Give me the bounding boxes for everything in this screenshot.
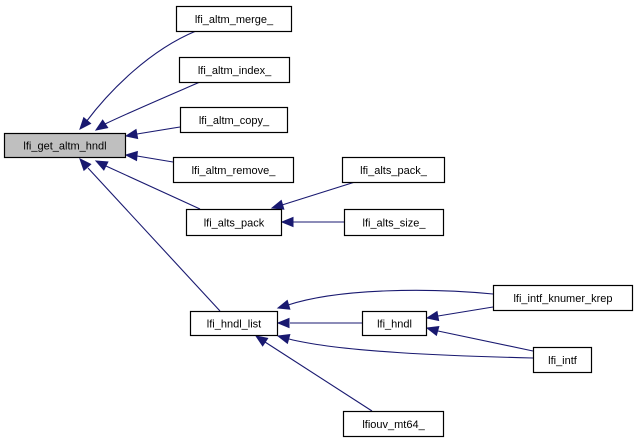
arrowhead-icon [254,335,269,347]
node-alts-pack[interactable]: lfi_alts_pack [185,208,283,237]
node-label: lfiouv_mt64_ [362,419,425,431]
node-box[interactable] [179,106,289,134]
node-box[interactable] [341,156,446,184]
edge-line [264,341,373,412]
edge-line [288,338,534,359]
arrowhead-icon [270,199,285,210]
edge-line [437,330,534,352]
node-box[interactable] [3,132,127,159]
node-box[interactable] [185,208,283,237]
edge-mt64-to-hndl_list [254,335,373,412]
arrowhead-icon [94,160,109,171]
node-label: lfi_intf [548,355,578,367]
edge-line [136,155,174,163]
node-label: lfi_altm_merge_ [195,14,274,26]
arrowhead-icon [276,333,291,345]
nodes-layer: lfi_get_altm_hndl lfi_altm_merge_ lfi_altm… [3,5,634,438]
arrowhead-icon [79,116,92,131]
node-mt64[interactable]: lfiouv_mt64_ [342,410,445,438]
node-box[interactable] [172,156,295,184]
node-label: lfi_get_altm_hndl [23,141,106,153]
node-label: lfi_alts_size_ [363,218,427,230]
node-intf[interactable]: lfi_intf [532,346,593,374]
arrowhead-icon [124,128,139,140]
edge-altm_copy-to-get_altm_hndl [124,126,181,140]
edge-hndl_list-to-get_altm_hndl [79,158,221,312]
edge-alts_pack-to-get_altm_hndl [94,160,201,210]
edge-knumer_krep-to-hndl_list [276,289,494,310]
node-altm-remove[interactable]: lfi_altm_remove_ [172,156,295,184]
node-box[interactable] [178,56,291,84]
node-altm-index[interactable]: lfi_altm_index_ [178,56,291,84]
arrowhead-icon [276,317,290,329]
node-label: lfi_altm_copy_ [199,115,270,127]
node-box[interactable] [343,208,445,237]
arrowhead-icon [425,310,440,322]
node-altm-merge[interactable]: lfi_altm_merge_ [175,5,293,33]
edge-altm_remove-to-get_altm_hndl [124,150,174,163]
edge-alts_pack_u-to-alts_pack [270,181,356,210]
node-box[interactable] [361,310,428,337]
node-label: lfi_hndl_list [207,319,261,331]
edge-line [281,181,356,206]
edge-hndl-to-hndl_list [276,317,362,329]
node-label: lfi_alts_pack [204,218,265,230]
arrowhead-icon [425,325,440,337]
edge-line [104,81,201,125]
edge-line [85,30,197,123]
node-get-altm-hndl[interactable]: lfi_get_altm_hndl [3,132,127,159]
arrowhead-icon [94,119,109,131]
node-box[interactable] [175,5,293,33]
edge-altm_merge-to-get_altm_hndl [79,30,197,131]
edge-knumer_krep-to-hndl [425,306,494,322]
edge-line [105,165,201,210]
edge-intf-to-hndl [425,325,534,352]
node-label: lfi_hndl [377,319,412,331]
node-altm-copy[interactable]: lfi_altm_copy_ [179,106,289,134]
node-label: lfi_alts_pack_ [360,165,428,177]
node-label: lfi_intf_knumer_krep [513,293,612,305]
edge-line [136,126,181,135]
edges-layer [79,30,534,412]
node-alts-pack-u[interactable]: lfi_alts_pack_ [341,156,446,184]
arrowhead-icon [79,158,92,172]
node-label: lfi_altm_remove_ [192,165,277,177]
node-alts-size[interactable]: lfi_alts_size_ [343,208,445,237]
node-hndl[interactable]: lfi_hndl [361,310,428,337]
edge-intf-to-hndl_list [276,333,534,359]
node-box[interactable] [492,284,634,312]
node-label: lfi_altm_index_ [198,65,272,77]
edge-altm_index-to-get_altm_hndl [94,81,201,131]
edge-line [87,167,221,312]
node-hndl-list[interactable]: lfi_hndl_list [189,310,279,337]
node-box[interactable] [189,310,279,337]
arrowhead-icon [276,299,291,310]
node-box[interactable] [532,346,593,374]
edge-line [287,289,494,306]
edge-alts_size-to-alts_pack [280,216,344,228]
arrowhead-icon [280,216,294,228]
arrowhead-icon [124,150,138,162]
edge-line [437,306,494,317]
node-knumer-krep[interactable]: lfi_intf_knumer_krep [492,284,634,312]
node-box[interactable] [342,410,445,438]
